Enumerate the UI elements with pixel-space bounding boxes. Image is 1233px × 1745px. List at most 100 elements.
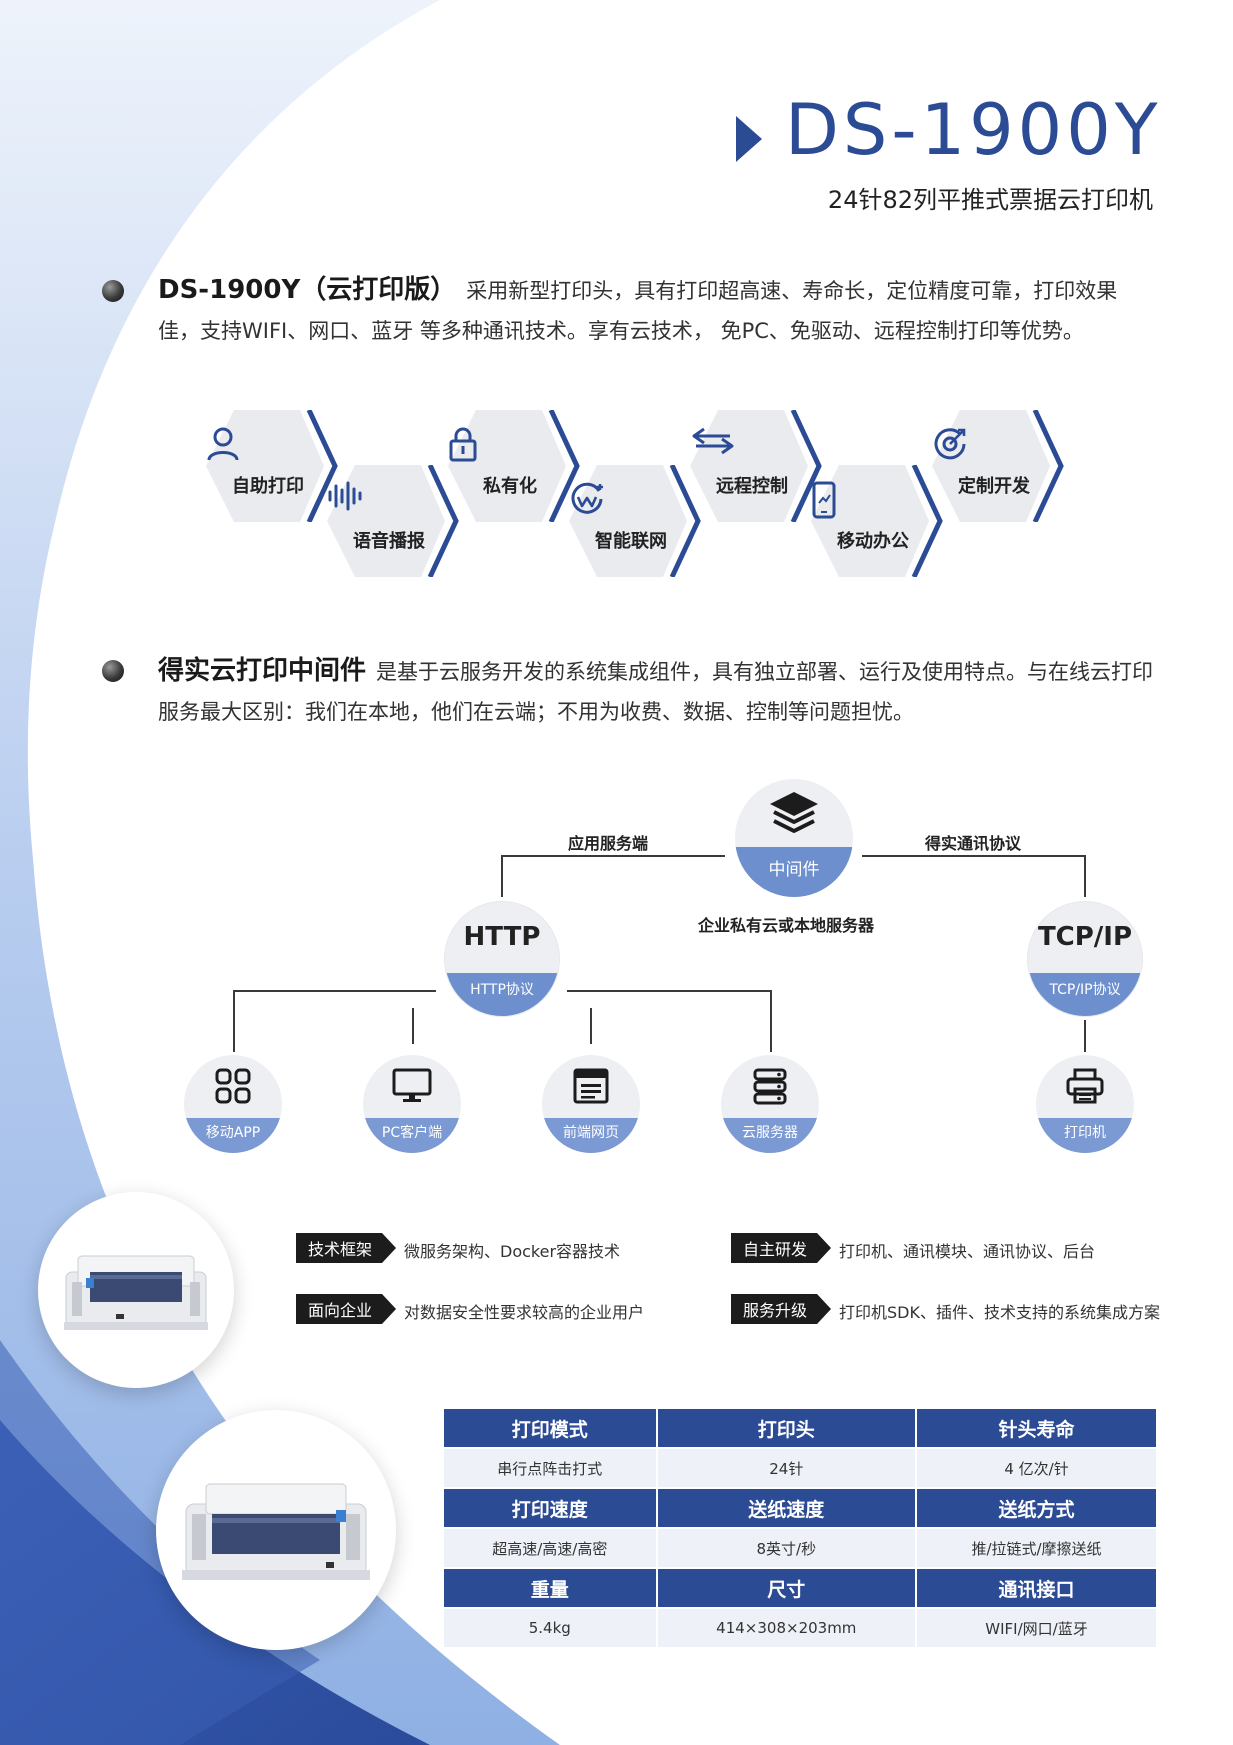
tcp-title: TCP/IP	[1037, 922, 1133, 953]
connector-line	[501, 855, 503, 897]
connector-line	[412, 1008, 414, 1044]
spec-value: 串行点阵击打式	[442, 1447, 658, 1489]
spec-header: 尺寸	[655, 1567, 918, 1609]
middleware-label: 中间件	[735, 847, 853, 897]
user-icon	[206, 426, 318, 466]
feature-tag-text: 对数据安全性要求较高的企业用户	[404, 1303, 645, 1322]
tcp-node: TCP/IP TCP/IP协议	[1028, 902, 1142, 1016]
lock-icon	[448, 426, 560, 466]
feature-hex: 私有化	[448, 410, 588, 522]
bullet-icon	[102, 280, 124, 302]
transfer-arrows-icon	[690, 426, 802, 466]
spec-value: 超高速/高速/高密	[442, 1527, 658, 1569]
printer-illustration	[64, 1255, 208, 1330]
middleware-node: 中间件	[735, 779, 853, 897]
spec-value: 414×308×203mm	[655, 1607, 918, 1649]
monitor-icon	[392, 1068, 432, 1103]
hex-shape	[690, 410, 822, 522]
feature-hex: 智能联网	[569, 465, 709, 577]
spec-header: 打印头	[655, 1407, 918, 1449]
spec-header: 送纸速度	[655, 1487, 918, 1529]
hex-shape	[811, 465, 943, 577]
spec-header: 针头寿命	[915, 1407, 1158, 1449]
connector-line	[233, 990, 436, 992]
spec-value: 8英寸/秒	[655, 1527, 918, 1569]
hex-label: 私有化	[483, 476, 537, 497]
spec-value: 推/拉链式/摩擦送纸	[915, 1527, 1158, 1569]
spec-header-row: 打印模式 打印头 针头寿命	[442, 1407, 1158, 1449]
spec-header: 通讯接口	[915, 1567, 1158, 1609]
printer-label: 打印机	[1036, 1117, 1134, 1153]
spec-value-row: 串行点阵击打式 24针 4 亿次/针	[442, 1447, 1158, 1489]
feature-hex: 自助打印	[206, 410, 346, 522]
hex-shape	[327, 465, 459, 577]
printer-node: 打印机	[1036, 1055, 1134, 1153]
connector-line	[233, 990, 235, 1052]
client-node-web: 前端网页	[542, 1055, 640, 1153]
spec-value-row: 超高速/高速/高密 8英寸/秒 推/拉链式/摩擦送纸	[442, 1527, 1158, 1569]
feature-tag: 面向企业	[296, 1294, 396, 1324]
middleware-lead: 得实云打印中间件	[158, 656, 367, 686]
client-label: 移动APP	[184, 1117, 282, 1153]
hex-shape	[932, 410, 1064, 522]
model-title: DS-1900Y	[785, 89, 1162, 171]
feature-hex: 远程控制	[690, 410, 830, 522]
middleware-paragraph: 得实云打印中间件是基于云服务开发的系统集成组件，具有独立部署、运行及使用特点。与…	[158, 651, 1158, 732]
connector-line	[1084, 855, 1086, 897]
spec-header: 打印速度	[442, 1487, 658, 1529]
connector-line	[501, 855, 725, 857]
connector-line	[590, 1008, 592, 1044]
spec-header-row: 打印速度 送纸速度 送纸方式	[442, 1487, 1158, 1529]
spec-header: 送纸方式	[915, 1487, 1158, 1529]
client-label: PC客户端	[363, 1117, 461, 1153]
connector-line	[1084, 1020, 1086, 1052]
feature-hex: 移动办公	[811, 465, 951, 577]
layers-icon	[770, 792, 818, 834]
sound-wave-icon	[327, 481, 439, 521]
app-grid-icon	[215, 1068, 251, 1104]
feature-tag-text: 打印机SDK、插件、技术支持的系统集成方案	[839, 1303, 1160, 1322]
phone-icon	[811, 481, 923, 521]
feature-tag: 自主研发	[731, 1233, 831, 1263]
right-link-label: 得实通讯协议	[925, 834, 1022, 853]
spec-value: WIFI/网口/蓝牙	[915, 1607, 1158, 1649]
intro-text: 采用新型打印头，具有打印超高速、寿命长，定位精度可靠，打印效果佳，支持WIFI、…	[158, 279, 1118, 343]
feature-hex: 语音播报	[327, 465, 467, 577]
spec-header-row: 重量 尺寸 通讯接口	[442, 1567, 1158, 1609]
spec-value: 5.4kg	[442, 1607, 658, 1649]
spec-value-row: 5.4kg 414×308×203mm WIFI/网口/蓝牙	[442, 1607, 1158, 1649]
feature-tag: 服务升级	[731, 1294, 831, 1324]
connector-line	[770, 990, 772, 1052]
target-icon	[932, 426, 1044, 466]
title-arrow-icon	[736, 116, 762, 162]
tcp-sub: TCP/IP协议	[1028, 972, 1142, 1016]
printer-icon	[1066, 1068, 1104, 1104]
hex-label: 自助打印	[232, 476, 304, 497]
printer-illustration	[182, 1483, 370, 1580]
feature-tag: 技术框架	[296, 1233, 396, 1263]
middleware-text: 是基于云服务开发的系统集成组件，具有独立部署、运行及使用特点。与在线云打印服务最…	[158, 660, 1154, 724]
center-caption: 企业私有云或本地服务器	[698, 916, 875, 935]
spec-header: 重量	[442, 1567, 658, 1609]
webpage-icon	[573, 1068, 609, 1104]
client-node-app: 移动APP	[184, 1055, 282, 1153]
http-title: HTTP	[463, 922, 541, 953]
hex-label: 智能联网	[595, 531, 667, 552]
connector-line	[862, 855, 1086, 857]
hex-label: 定制开发	[958, 476, 1030, 497]
bullet-icon	[102, 660, 124, 682]
spec-value: 24针	[655, 1447, 918, 1489]
http-node: HTTP HTTP协议	[445, 902, 559, 1016]
feature-hex: 定制开发	[932, 410, 1072, 522]
client-label: 云服务器	[721, 1117, 819, 1153]
wifi-icon	[569, 481, 681, 521]
product-photo-1	[38, 1192, 234, 1388]
client-node-pc: PC客户端	[363, 1055, 461, 1153]
hex-shape	[448, 410, 580, 522]
intro-paragraph: DS-1900Y（云打印版）采用新型打印头，具有打印超高速、寿命长，定位精度可靠…	[158, 270, 1158, 351]
spec-header: 打印模式	[442, 1407, 658, 1449]
connector-line	[567, 990, 772, 992]
feature-tag-text: 微服务架构、Docker容器技术	[404, 1242, 621, 1261]
model-subtitle: 24针82列平推式票据云打印机	[827, 186, 1153, 214]
hex-label: 移动办公	[837, 531, 909, 552]
